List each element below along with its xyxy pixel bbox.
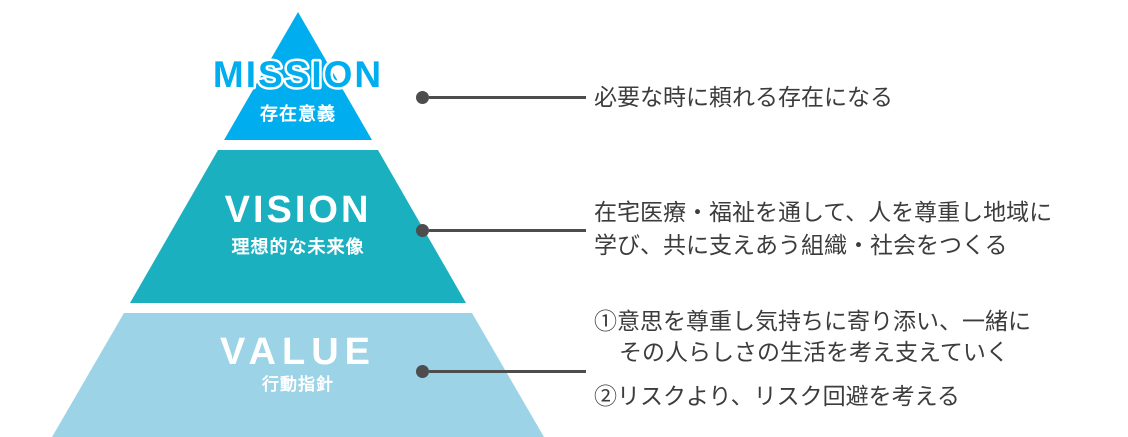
vision-title: VISION bbox=[224, 189, 372, 231]
pyramid-tier-value bbox=[52, 313, 544, 437]
connector-mission bbox=[416, 91, 586, 104]
value-annotation: ①意思を尊重し気持ちに寄り添い、一緒に その人らしさの生活を考え支えていく ②リ… bbox=[594, 306, 1031, 412]
mission-subtitle: 存在意義 bbox=[260, 104, 336, 124]
value-annotation-item1-line2: その人らしさの生活を考え支えていく bbox=[619, 339, 1009, 365]
connector-dot bbox=[416, 224, 429, 237]
connector-dot bbox=[416, 365, 429, 378]
value-title: VALUE bbox=[220, 331, 376, 373]
value-annotation-item2: ②リスクより、リスク回避を考える bbox=[594, 383, 960, 409]
connector-vision bbox=[416, 224, 586, 237]
connector-line bbox=[429, 229, 586, 232]
connector-value bbox=[416, 365, 586, 378]
connector-line bbox=[429, 96, 586, 99]
mission-annotation: 必要な時に頼れる存在になる bbox=[594, 84, 893, 110]
connector-dot bbox=[416, 91, 429, 104]
vision-annotation-line2: 学び、共に支えあう組織・社会をつくる bbox=[594, 232, 1008, 258]
vision-annotation-line1: 在宅医療・福祉を通して、人を尊重し地域に bbox=[594, 199, 1053, 225]
mission-title: MISSION bbox=[213, 54, 383, 95]
value-annotation-item1-line1: ①意思を尊重し気持ちに寄り添い、一緒に bbox=[594, 308, 1031, 334]
value-subtitle: 行動指針 bbox=[262, 375, 334, 394]
connector-line bbox=[429, 370, 586, 373]
vision-annotation: 在宅医療・福祉を通して、人を尊重し地域に 学び、共に支えあう組織・社会をつくる bbox=[594, 196, 1052, 262]
vision-subtitle: 理想的な未来像 bbox=[231, 237, 365, 257]
mission-title-graphic: MISSION bbox=[210, 52, 383, 98]
